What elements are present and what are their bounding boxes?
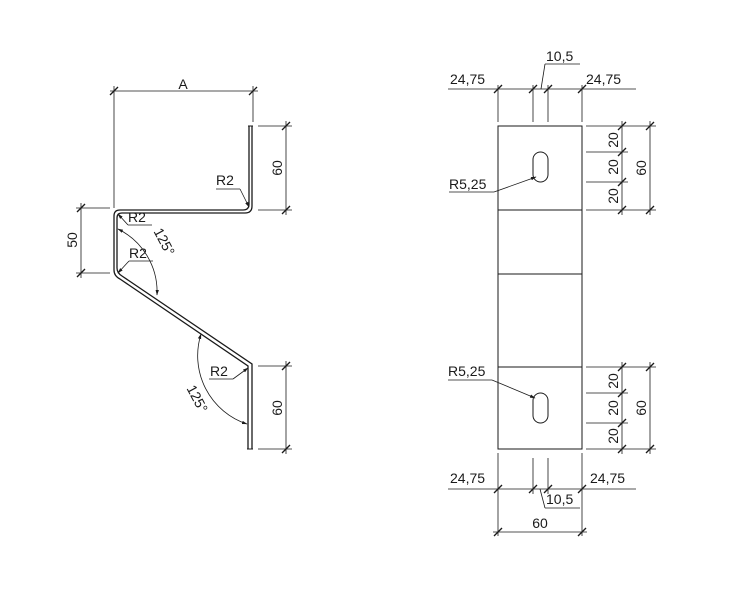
top-slot-radius-label: R5,25 xyxy=(449,176,487,192)
dimension-bottom-horizontal: 24,75 24,75 10,5 xyxy=(448,453,636,536)
dimension-bottom-height: 60 xyxy=(258,361,292,454)
bottom-slot xyxy=(532,392,549,424)
top-seg-1-label: 20 xyxy=(605,132,621,148)
side-view: A 60 50 60 xyxy=(64,76,292,454)
bottom-seg-2-label: 20 xyxy=(605,400,621,416)
bottom-right-offset-label: 24,75 xyxy=(590,470,625,486)
bottom-total-label: 60 xyxy=(633,400,649,416)
top-left-offset-label: 24,75 xyxy=(450,71,485,87)
radius-top-label: R2 xyxy=(216,172,234,188)
top-total-label: 60 xyxy=(633,160,649,176)
radius-mid-a-label: R2 xyxy=(128,209,146,225)
dimension-top-vertical: 20 20 20 60 xyxy=(586,121,656,215)
radius-callout-mid-a: R2 xyxy=(117,209,152,226)
dimension-top-height: 60 xyxy=(258,121,292,215)
width-label: A xyxy=(178,76,188,92)
top-seg-2-label: 20 xyxy=(605,159,621,175)
dimension-width-a: A xyxy=(109,76,258,208)
bottom-slot-radius-label: R5,25 xyxy=(448,363,486,379)
top-slot xyxy=(532,151,549,183)
bracket-profile-outer xyxy=(113,126,250,449)
radius-callout-top: R2 xyxy=(216,172,250,208)
dimension-overall-width: 60 xyxy=(493,515,587,537)
bottom-slot-width-label: 10,5 xyxy=(546,491,573,507)
bottom-height-label: 60 xyxy=(269,400,285,416)
radius-callout-mid-b: R2 xyxy=(117,245,153,274)
dimension-bottom-vertical: 20 20 20 60 xyxy=(586,362,656,454)
plate-outline xyxy=(497,125,583,450)
angle-upper-label: 125° xyxy=(151,225,179,258)
bottom-slot-radius-callout: R5,25 xyxy=(448,363,536,399)
top-slot-radius-callout: R5,25 xyxy=(449,176,537,193)
angle-lower-label: 125° xyxy=(184,382,212,415)
radius-bottom-label: R2 xyxy=(210,363,228,379)
bottom-left-offset-label: 24,75 xyxy=(450,470,485,486)
top-height-label: 60 xyxy=(269,160,285,176)
front-view: 24,75 24,75 10,5 R5,25 20 xyxy=(448,48,656,537)
top-seg-3-label: 20 xyxy=(605,188,621,204)
radius-callout-bottom: R2 xyxy=(209,363,249,380)
overall-width-label: 60 xyxy=(532,515,548,531)
top-slot-width-label: 10,5 xyxy=(546,48,573,64)
step-height-label: 50 xyxy=(64,232,80,248)
bottom-seg-3-label: 20 xyxy=(605,428,621,444)
dimension-top-horizontal: 24,75 24,75 10,5 xyxy=(448,48,636,122)
top-right-offset-label: 24,75 xyxy=(586,71,621,87)
radius-mid-b-label: R2 xyxy=(129,245,147,261)
bottom-seg-1-label: 20 xyxy=(605,373,621,389)
dimension-step-height: 50 xyxy=(64,203,110,278)
